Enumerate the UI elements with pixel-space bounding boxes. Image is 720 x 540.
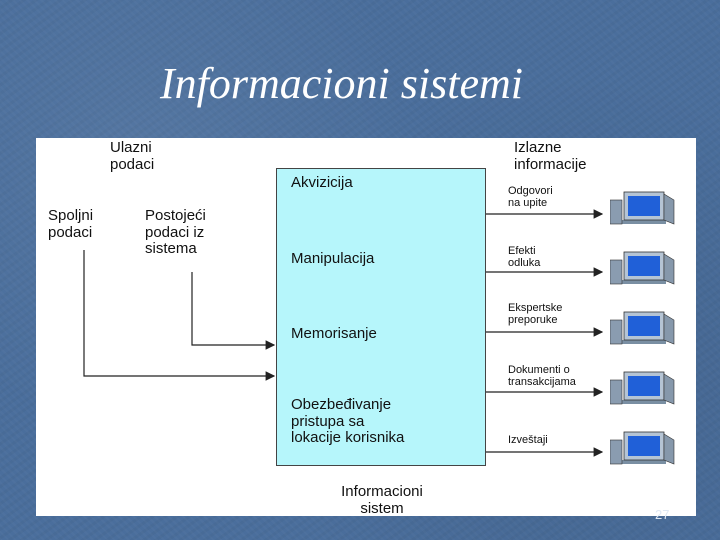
information-system-box: Akvizicija Manipulacija Memorisanje Obez… [276, 168, 486, 466]
step-manipulation: Manipulacija [291, 250, 375, 267]
output-label-2: Efekti odluka [508, 245, 541, 270]
computer-icon [610, 311, 675, 345]
output-label-5: Izveštaji [508, 434, 548, 446]
computer-icon [610, 191, 675, 225]
input-system-data: Postojeći podaci iz sistema [145, 207, 206, 257]
connector-lines [83, 209, 604, 457]
step-user-access: Obezbeđivanje pristupa sa lokacije koris… [291, 396, 405, 446]
slide-title: Informacioni sistemi [160, 59, 523, 108]
input-arrow-system-data [191, 272, 276, 350]
step-acquisition: Akvizicija [291, 174, 353, 191]
slide-number: 27 [655, 507, 670, 522]
input-external-data: Spoljni podaci [48, 207, 94, 241]
diagram-panel: Ulazni podaci Izlazne informacije Spoljn… [36, 138, 696, 516]
step-storage: Memorisanje [291, 325, 377, 342]
computer-icon [610, 251, 675, 285]
output-label-3: Ekspertske preporuke [508, 302, 563, 327]
computer-icon [610, 371, 675, 405]
output-label-1: Odgovori na upite [508, 185, 553, 210]
input-arrow-external-data [83, 250, 276, 381]
output-header: Izlazne informacije [514, 139, 587, 173]
output-label-4: Dokumenti o transakcijama [508, 364, 576, 389]
computer-icon [610, 431, 675, 465]
input-header: Ulazni podaci [110, 139, 155, 173]
system-label: Informacioni sistem [341, 483, 423, 517]
